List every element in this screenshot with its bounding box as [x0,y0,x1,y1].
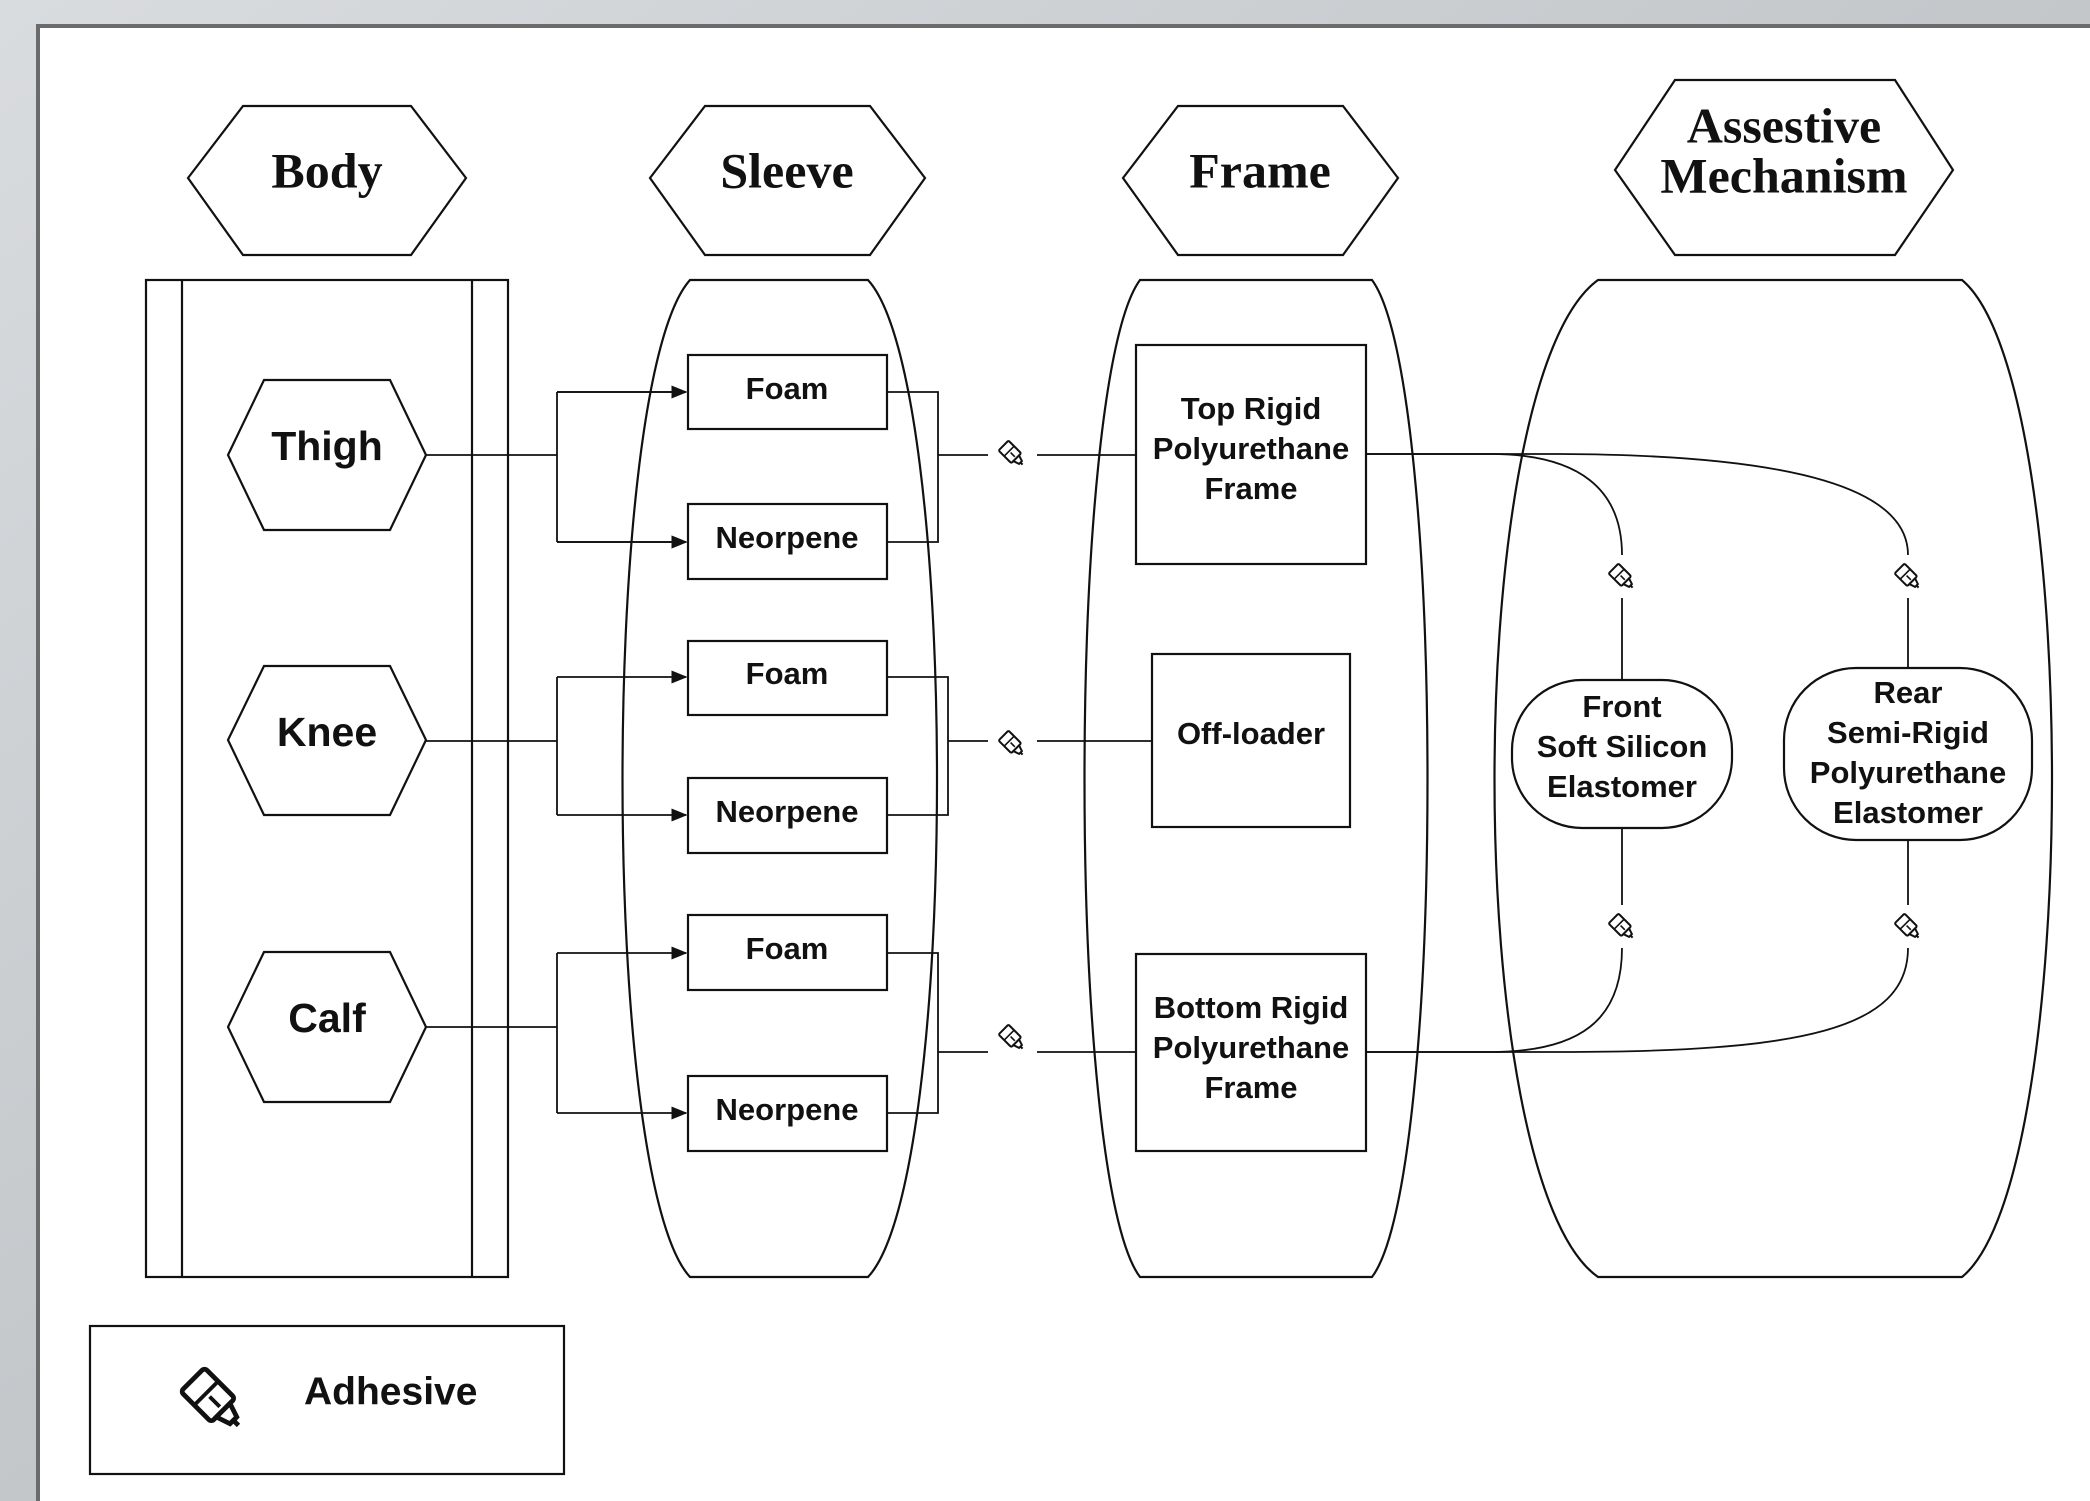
sleeve-calf-foam: Foam [686,913,889,992]
mechanism-rear-line3: Polyurethane [1810,755,2006,790]
sleeve-knee-neoprene: Neorpene [686,776,889,855]
mechanism-rear-line4: Elastomer [1833,795,1983,830]
legend: Adhesive [88,1324,566,1476]
frame-bottom-line3: Frame [1204,1070,1297,1105]
frame-container [1083,278,1429,1279]
frame-top-line2: Polyurethane [1153,431,1349,466]
mechanism-front-line3: Elastomer [1547,769,1697,804]
frame-top: Top Rigid Polyurethane Frame [1134,343,1368,566]
frame-offloader: Off-loader [1150,652,1352,829]
sleeve-calf-neoprene: Neorpene [686,1074,889,1153]
body-knee: Knee [226,664,428,817]
calf-label: Calf [288,995,366,1041]
mechanism-front: Front Soft Silicon Elastomer [1510,678,1734,830]
frame-top-line1: Top Rigid [1181,391,1322,426]
mechanism-rear-line2: Semi-Rigid [1827,715,1989,750]
sleeve-container [621,278,939,1279]
body-to-sleeve-wires [426,385,686,1120]
sleeve-thigh-foam: Foam [686,353,889,431]
knee-neoprene-label: Neorpene [716,794,859,829]
body-calf: Calf [226,950,428,1104]
sleeve-thigh-neoprene: Neorpene [686,502,889,581]
calf-foam-label: Foam [746,931,829,966]
header-sleeve: Sleeve [648,104,927,257]
knee-label: Knee [277,709,377,755]
header-frame: Frame [1121,104,1400,257]
frame-bottom-line2: Polyurethane [1153,1030,1349,1065]
header-mechanism: Assestive Mechanism [1613,78,1955,257]
frame-top-line3: Frame [1204,471,1297,506]
header-sleeve-label: Sleeve [720,142,853,198]
header-mechanism-line2: Mechanism [1660,147,1907,203]
thigh-neoprene-label: Neorpene [716,520,859,555]
sleeve-knee-foam: Foam [686,639,889,717]
legend-adhesive-label: Adhesive [304,1370,477,1413]
mechanism-container [1493,278,2054,1279]
mechanism-front-line1: Front [1582,689,1661,724]
frame-offloader-label: Off-loader [1177,716,1325,751]
sleeve-to-frame-wires [887,391,1152,1114]
mechanism-front-line2: Soft Silicon [1537,729,1708,764]
body-thigh: Thigh [226,378,428,532]
header-frame-label: Frame [1189,142,1331,198]
thigh-label: Thigh [271,423,383,469]
header-body-label: Body [271,142,382,198]
knee-foam-label: Foam [746,656,829,691]
mechanism-rear: Rear Semi-Rigid Polyurethane Elastomer [1782,666,2034,842]
header-mechanism-line1: Assestive [1687,97,1881,153]
header-body: Body [186,104,468,257]
mechanism-rear-line1: Rear [1874,675,1943,710]
frame-bottom-line1: Bottom Rigid [1154,990,1349,1025]
body-container [144,278,510,1279]
thigh-foam-label: Foam [746,371,829,406]
calf-neoprene-label: Neorpene [716,1092,859,1127]
frame-bottom: Bottom Rigid Polyurethane Frame [1134,952,1368,1153]
frame-to-mechanism-wires [1366,453,1909,1053]
